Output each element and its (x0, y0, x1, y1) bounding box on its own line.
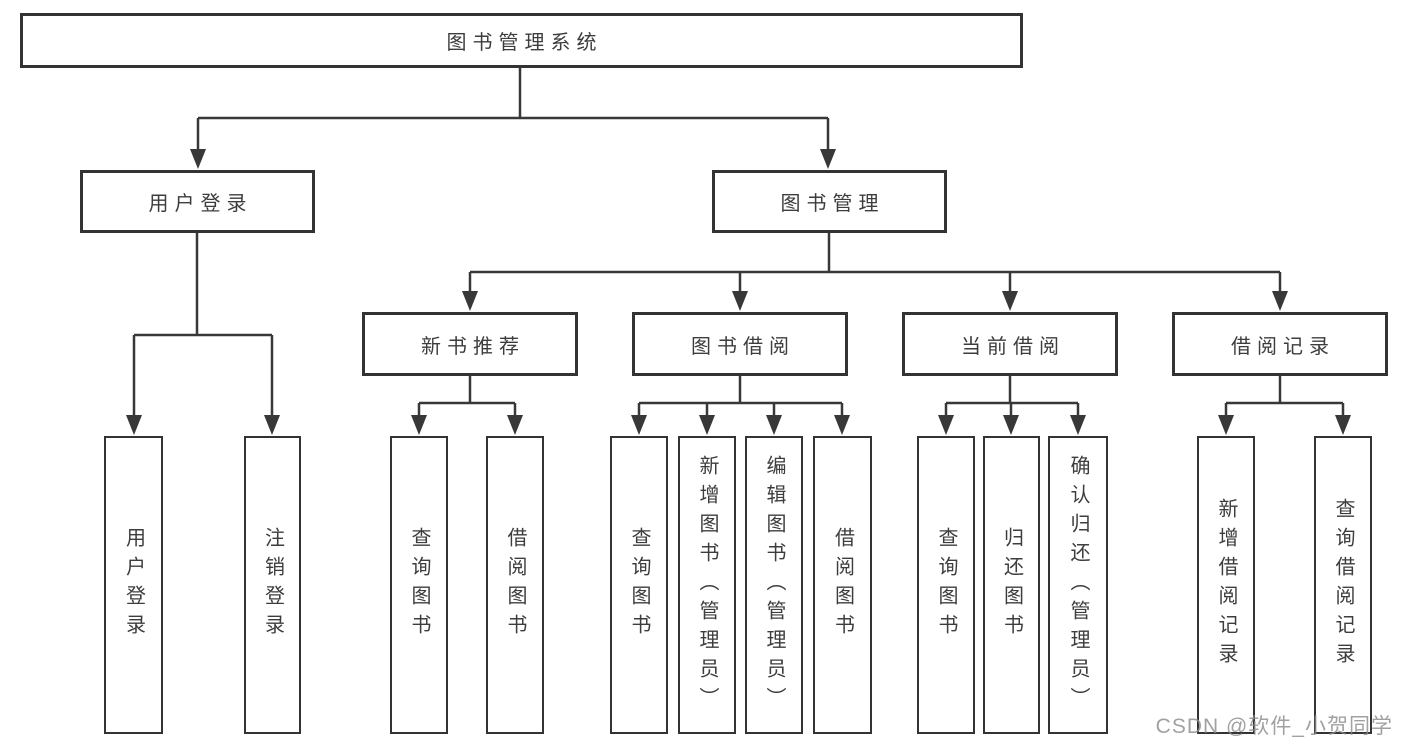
leaf-borrow-books-recommend: 借阅图书 (486, 436, 544, 734)
node-label: 当前借阅 (961, 335, 1065, 358)
node-user-login: 用户登录 (80, 170, 315, 233)
node-label: 查询图书 (935, 527, 957, 643)
node-label: 编辑图书（管理员） (763, 454, 785, 716)
node-label: 查询借阅记录 (1332, 498, 1354, 672)
leaf-return-books: 归还图书 (983, 436, 1040, 734)
node-label: 查询图书 (628, 527, 650, 643)
node-label: 确认归还（管理员） (1067, 454, 1089, 716)
node-label: 图书管理系统 (446, 32, 603, 54)
node-label: 新书推荐 (421, 335, 525, 358)
node-label: 用户登录 (148, 193, 253, 215)
node-label: 新增借阅记录 (1215, 498, 1237, 672)
node-label: 借阅图书 (504, 527, 526, 643)
node-label: 归还图书 (1000, 527, 1023, 643)
leaf-query-books-recommend: 查询图书 (390, 436, 448, 734)
node-label: 新增图书（管理员） (696, 454, 718, 716)
node-new-book-recommendation: 新书推荐 (362, 312, 578, 376)
node-book-borrowing: 图书借阅 (632, 312, 848, 376)
node-label: 借阅记录 (1231, 335, 1335, 358)
node-label: 图书管理 (780, 193, 885, 215)
leaf-user-login: 用户登录 (104, 436, 163, 734)
leaf-confirm-return-admin: 确认归还（管理员） (1048, 436, 1108, 734)
node-label: 用户登录 (122, 527, 145, 643)
node-label: 借阅图书 (831, 527, 854, 643)
node-library-system: 图书管理系统 (20, 13, 1023, 68)
leaf-edit-book-admin: 编辑图书（管理员） (745, 436, 803, 734)
watermark: CSDN @软件_小贺同学 (1155, 715, 1393, 738)
leaf-borrow-books-borrowing: 借阅图书 (813, 436, 872, 734)
leaf-query-books-current: 查询图书 (917, 436, 975, 734)
leaf-add-book-admin: 新增图书（管理员） (678, 436, 736, 734)
node-current-borrowing: 当前借阅 (902, 312, 1118, 376)
node-book-management: 图书管理 (712, 170, 947, 233)
node-label: 查询图书 (408, 527, 430, 643)
node-label: 注销登录 (261, 527, 284, 643)
leaf-query-books-borrowing: 查询图书 (610, 436, 668, 734)
node-label: 图书借阅 (691, 335, 795, 358)
connector-lines (132, 68, 1345, 417)
node-borrowing-records: 借阅记录 (1172, 312, 1388, 376)
arrowhead-icons (126, 149, 1351, 435)
leaf-query-borrow-record: 查询借阅记录 (1314, 436, 1372, 734)
leaf-add-borrow-record: 新增借阅记录 (1197, 436, 1255, 734)
leaf-logout: 注销登录 (244, 436, 301, 734)
